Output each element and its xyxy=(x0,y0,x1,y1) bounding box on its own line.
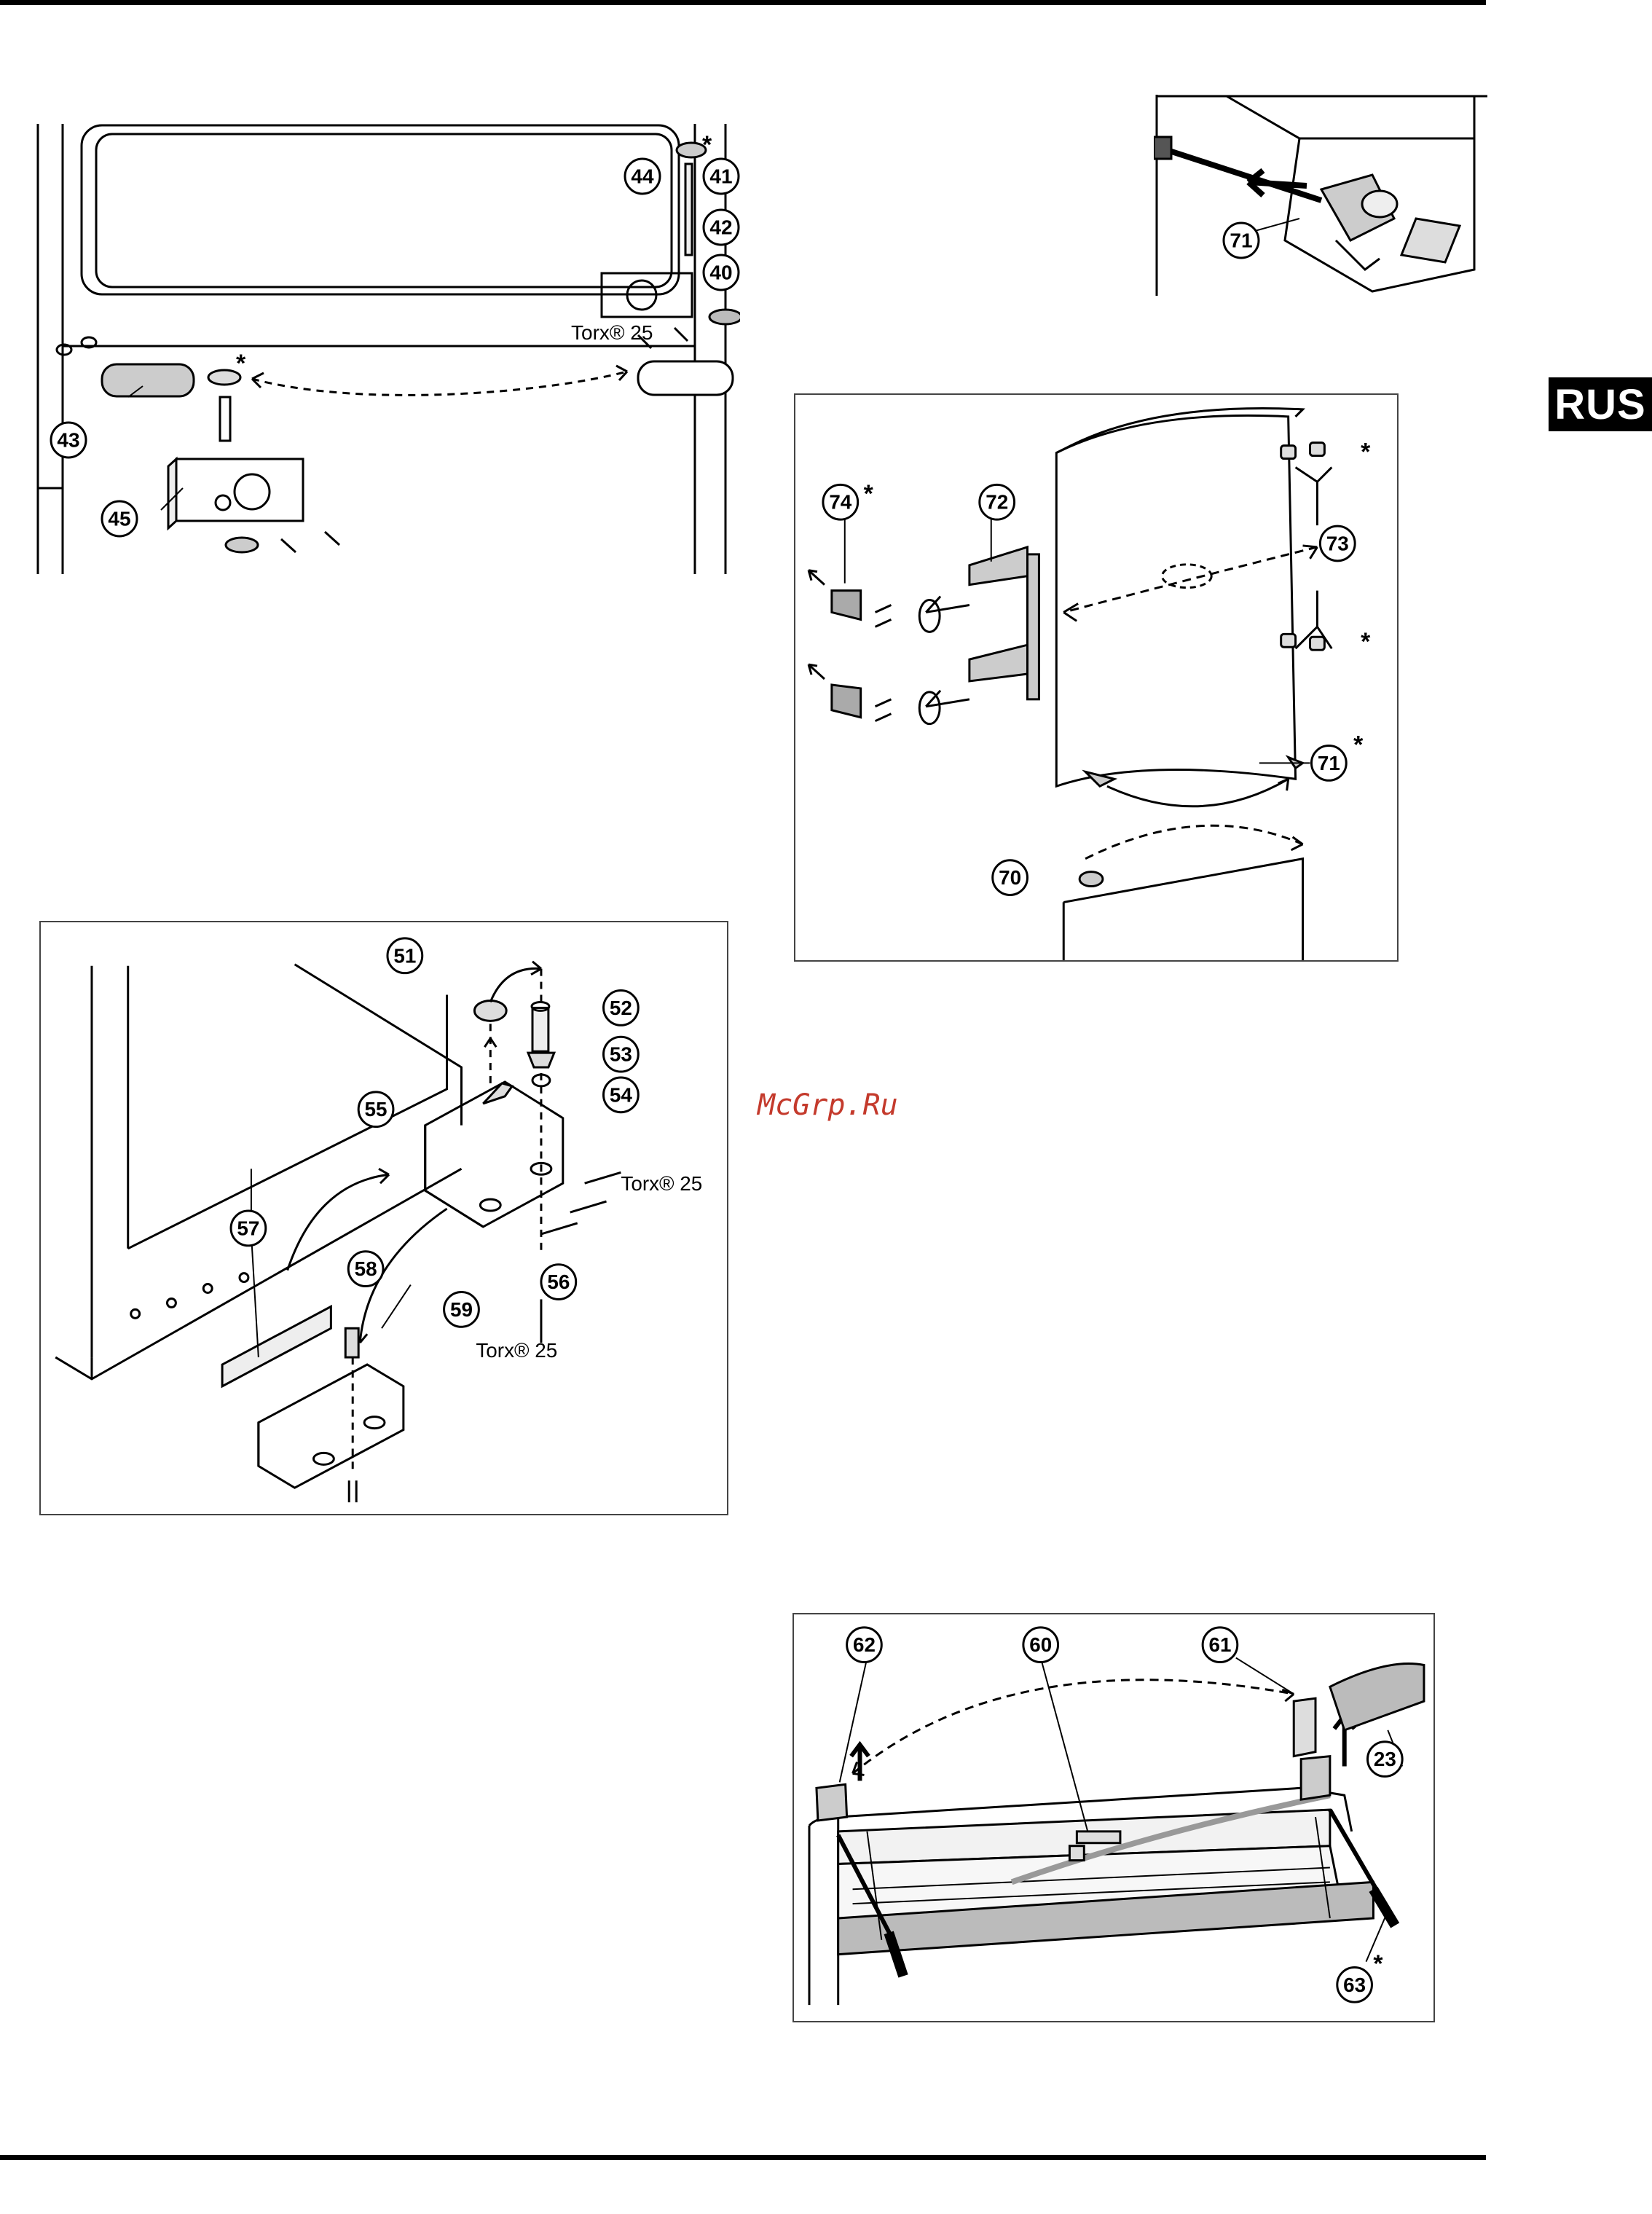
callout-43: 43 xyxy=(51,423,86,458)
callout-42: 42 xyxy=(704,210,739,245)
callout-57: 57 xyxy=(231,1211,266,1246)
figure-hinge-top: 44 41 42 40 43 45 * * Torx® 25 xyxy=(34,124,740,574)
svg-text:61: 61 xyxy=(1208,1633,1231,1656)
svg-text:60: 60 xyxy=(1029,1633,1052,1656)
callout-74: 74 xyxy=(823,484,858,519)
svg-text:57: 57 xyxy=(237,1217,259,1239)
figure-hinge-screwdriver-drawing: 71 xyxy=(1154,95,1487,296)
figure-hinge-bottom-drawing: 51 52 53 54 55 57 58 56 59 Torx® 25 Torx… xyxy=(41,922,727,1514)
svg-text:72: 72 xyxy=(986,491,1008,514)
callout-54: 54 xyxy=(604,1077,639,1112)
callout-52: 52 xyxy=(604,991,639,1026)
svg-text:23: 23 xyxy=(1374,1748,1396,1770)
callout-53: 53 xyxy=(604,1037,639,1072)
figure-hinge-bottom: 51 52 53 54 55 57 58 56 59 Torx® 25 Torx… xyxy=(39,921,728,1515)
svg-text:43: 43 xyxy=(57,429,79,452)
callout-55: 55 xyxy=(358,1092,393,1127)
callout-41: 41 xyxy=(704,159,739,194)
callout-60: 60 xyxy=(1023,1628,1058,1663)
svg-text:71: 71 xyxy=(1230,229,1252,252)
svg-text:59: 59 xyxy=(450,1298,473,1321)
callout-44: 44 xyxy=(625,159,660,194)
svg-text:45: 45 xyxy=(108,508,130,530)
figure-hinge-screwdriver: 71 xyxy=(1154,95,1487,296)
asterisk-63: * xyxy=(1373,1950,1383,1977)
callout-51: 51 xyxy=(388,938,422,973)
callout-23: 23 xyxy=(1368,1742,1403,1777)
svg-text:51: 51 xyxy=(393,944,416,967)
callout-72: 72 xyxy=(980,484,1015,519)
svg-text:52: 52 xyxy=(610,997,632,1019)
asterisk-71: * xyxy=(1353,731,1364,758)
svg-text:55: 55 xyxy=(365,1098,388,1120)
svg-text:54: 54 xyxy=(610,1083,632,1106)
figure-top-cover: 62 60 61 23 63 * xyxy=(792,1613,1435,2022)
watermark: McGrp.Ru xyxy=(758,1088,898,1122)
figure-hinge-top-drawing: 44 41 42 40 43 45 * * Torx® 25 xyxy=(34,124,740,574)
torx-label-2: Torx® 25 xyxy=(476,1339,557,1362)
torx-label: Torx® 25 xyxy=(571,321,653,344)
asterisk-73-top: * xyxy=(1361,439,1371,466)
svg-text:42: 42 xyxy=(709,216,732,239)
callout-70: 70 xyxy=(993,860,1028,895)
asterisk-74: * xyxy=(864,480,874,508)
callout-45: 45 xyxy=(102,501,137,536)
callout-58: 58 xyxy=(348,1252,383,1287)
figure-door-handle: 74 72 73 71 70 * * * * xyxy=(794,393,1399,962)
callout-56: 56 xyxy=(541,1265,576,1300)
callout-62: 62 xyxy=(847,1628,882,1663)
svg-text:63: 63 xyxy=(1343,1974,1366,1996)
svg-text:56: 56 xyxy=(547,1271,570,1293)
bottom-rule xyxy=(0,2155,1486,2160)
figure-top-cover-drawing: 62 60 61 23 63 * xyxy=(794,1614,1433,2021)
asterisk-44: * xyxy=(702,131,712,159)
top-rule xyxy=(0,0,1486,5)
svg-text:74: 74 xyxy=(829,491,851,514)
callout-73: 73 xyxy=(1320,526,1355,561)
svg-text:62: 62 xyxy=(853,1633,876,1656)
torx-label-1: Torx® 25 xyxy=(621,1172,702,1195)
svg-text:44: 44 xyxy=(631,165,654,188)
callout-40: 40 xyxy=(704,255,739,290)
callout-71-a: 71 xyxy=(1224,223,1259,258)
svg-text:58: 58 xyxy=(355,1257,377,1280)
callout-59: 59 xyxy=(444,1292,479,1327)
language-tab: RUS xyxy=(1549,377,1652,431)
svg-text:71: 71 xyxy=(1318,752,1340,774)
asterisk-washer: * xyxy=(236,350,246,377)
figure-door-handle-drawing: 74 72 73 71 70 * * * * xyxy=(795,395,1397,960)
svg-text:40: 40 xyxy=(709,262,732,284)
callout-71-b: 71 xyxy=(1311,746,1346,781)
svg-text:70: 70 xyxy=(999,866,1021,889)
svg-text:41: 41 xyxy=(709,165,732,188)
callout-61: 61 xyxy=(1203,1628,1238,1663)
svg-text:73: 73 xyxy=(1326,532,1349,554)
callout-63: 63 xyxy=(1337,1968,1372,2003)
svg-text:53: 53 xyxy=(610,1043,632,1066)
asterisk-73-bottom: * xyxy=(1361,628,1371,656)
